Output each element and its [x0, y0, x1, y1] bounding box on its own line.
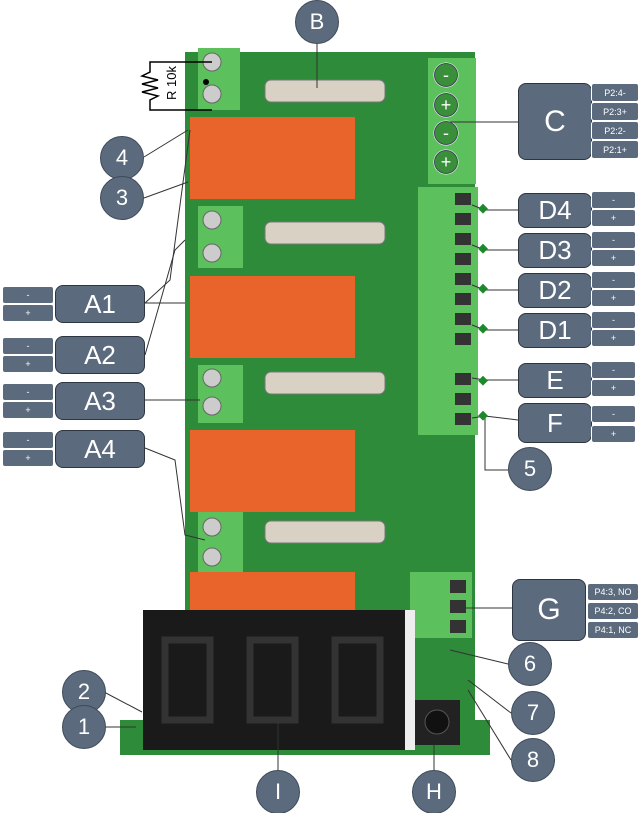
relay-4 [190, 572, 355, 612]
minus-label: - [2, 383, 54, 401]
callout-4: 4 [100, 136, 144, 180]
minus-label: - [591, 271, 636, 289]
terminal-minus-sign: - [434, 121, 458, 145]
callout-5: 5 [508, 447, 552, 491]
plus-label: + [591, 209, 636, 227]
relay-1 [190, 117, 355, 199]
callout-e: E [518, 363, 592, 398]
callout-3: 3 [100, 176, 144, 220]
callout-d3: D3 [518, 233, 592, 268]
minus-label: - [2, 286, 54, 304]
plus-label: + [591, 425, 636, 443]
pin-label: P2:1+ [591, 140, 639, 159]
callout-g: G [512, 579, 586, 641]
resistor-symbol [139, 61, 212, 111]
callout-h: H [412, 770, 456, 813]
minus-label: - [591, 231, 636, 249]
relay-2 [190, 276, 355, 358]
callout-6: 6 [508, 642, 552, 686]
minus-label: - [2, 431, 54, 449]
terminal-minus-sign: - [434, 63, 458, 87]
plus-label: + [2, 401, 54, 419]
minus-label: - [591, 311, 636, 329]
callout-a3: A3 [55, 382, 145, 420]
pin-label: P4:1, NC [587, 621, 639, 639]
terminal-plus-sign: + [434, 93, 458, 117]
minus-label: - [591, 191, 636, 209]
plus-label: + [2, 304, 54, 322]
minus-label: - [591, 361, 636, 379]
pin-label: P2:3+ [591, 102, 639, 121]
minus-label: - [591, 405, 636, 423]
callout-b: B [295, 0, 339, 44]
pin-label: P2:2- [591, 121, 639, 140]
callout-f: F [518, 403, 592, 443]
terminal-plus-sign: + [434, 150, 458, 174]
callout-i: I [256, 770, 300, 813]
plus-label: + [591, 379, 636, 397]
pin-label: P2:4- [591, 83, 639, 102]
callout-d1: D1 [518, 313, 592, 348]
callout-d4: D4 [518, 193, 592, 228]
pin-label: P4:3, NO [587, 583, 639, 601]
callout-1: 1 [62, 705, 106, 749]
callout-a1: A1 [55, 285, 145, 323]
callout-c: C [518, 83, 592, 160]
callout-7: 7 [511, 691, 555, 735]
plus-label: + [2, 449, 54, 467]
callout-a2: A2 [55, 336, 145, 374]
callout-a4: A4 [55, 430, 145, 468]
minus-label: - [2, 337, 54, 355]
callout-8: 8 [511, 738, 555, 782]
relay-3 [190, 430, 355, 512]
plus-label: + [591, 329, 636, 347]
seven-segment-display [143, 610, 405, 750]
callout-d2: D2 [518, 273, 592, 308]
plus-label: + [591, 249, 636, 267]
resistor-label: R 10k [164, 66, 179, 100]
plus-label: + [2, 355, 54, 373]
plus-label: + [591, 289, 636, 307]
pin-label: P4:2, CO [587, 602, 639, 620]
